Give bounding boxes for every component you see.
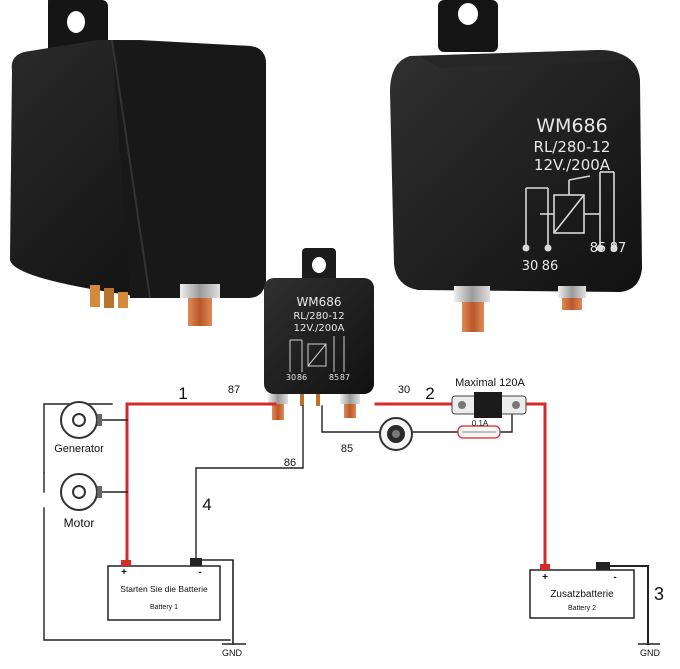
terminal-label-86: 86	[297, 373, 307, 382]
terminal-label-87: 87	[610, 241, 627, 256]
switch-icon	[379, 417, 413, 451]
terminal-label-86: 86	[542, 259, 559, 274]
small-fuse-label: 0.1A	[472, 419, 489, 428]
spade-terminal	[118, 292, 128, 308]
copper-bolt	[344, 404, 356, 418]
wire-number-3: 3	[654, 584, 664, 604]
relay-rating-1: RL/280-12	[534, 138, 611, 156]
terminal-label-30: 30	[522, 259, 539, 274]
mounting-tab	[438, 0, 498, 52]
gnd-label-2: GND	[640, 648, 661, 658]
wire-number-2: 2	[425, 384, 434, 403]
terminal-label-87: 87	[340, 373, 350, 382]
wire-85	[321, 405, 381, 433]
wire-number-1: 1	[178, 384, 187, 403]
wire-3-ground	[599, 565, 649, 645]
relay-small: WM686 RL/280-12 12V./200A 30 86 85 87	[264, 248, 374, 420]
wire-number-4: 4	[202, 495, 211, 514]
copper-bolt	[188, 298, 212, 326]
main-fuse	[451, 392, 527, 418]
generator-icon	[60, 401, 102, 439]
battery2-minus: -	[613, 572, 616, 583]
motor-icon	[60, 473, 102, 511]
battery1-minus: -	[198, 567, 201, 578]
relay-model: WM686	[536, 115, 607, 137]
copper-bolt	[562, 298, 582, 310]
relay-model: WM686	[296, 295, 341, 309]
motor-label: Motor	[64, 516, 95, 530]
battery2-plus: +	[542, 572, 548, 583]
relay-schematic-symbol	[525, 171, 615, 246]
relay-rating-2: 12V./200A	[294, 323, 345, 334]
small-fuse	[457, 425, 501, 439]
copper-bolt	[272, 404, 284, 420]
terminal-30-label: 30	[398, 384, 410, 396]
battery2-title: Zusatzbatterie	[550, 589, 614, 600]
wire-1-red	[125, 402, 277, 564]
battery1-plus: +	[121, 567, 127, 578]
terminal-label-85: 85	[329, 373, 339, 382]
relay-photo-right: WM686 RL/280-12 12V./200A 30 86 85 87	[390, 0, 642, 332]
terminal-label-30: 30	[286, 373, 296, 382]
relay-rating-1: RL/280-12	[293, 311, 344, 322]
gnd-label-1: GND	[222, 648, 243, 658]
battery1-sub: Battery 1	[150, 604, 178, 611]
relay-photo-left	[10, 0, 266, 326]
main-fuse-label: Maximal 120A	[455, 377, 525, 389]
battery-2	[529, 562, 635, 619]
battery-1	[107, 558, 221, 621]
terminal-label-85: 85	[590, 241, 607, 256]
battery1-title: Starten Sie die Batterie	[120, 584, 208, 594]
battery2-sub: Battery 2	[568, 605, 596, 612]
generator-label: Generator	[54, 443, 104, 455]
copper-bolt	[462, 302, 484, 332]
terminal-86-label: 86	[284, 457, 296, 469]
terminal-87-label: 87	[228, 384, 240, 396]
spade-terminal	[104, 288, 114, 308]
wires	[43, 402, 649, 645]
wire-4-ground	[195, 559, 234, 645]
terminal-85-label: 85	[341, 443, 353, 455]
relay-body	[264, 278, 374, 394]
wire-generator-loop	[43, 403, 113, 474]
wire-2-red-b	[524, 402, 547, 568]
relay-body	[390, 50, 642, 292]
spade-terminal	[90, 285, 100, 307]
relay-rating-2: 12V./200A	[534, 156, 611, 174]
wire-86	[195, 405, 304, 563]
